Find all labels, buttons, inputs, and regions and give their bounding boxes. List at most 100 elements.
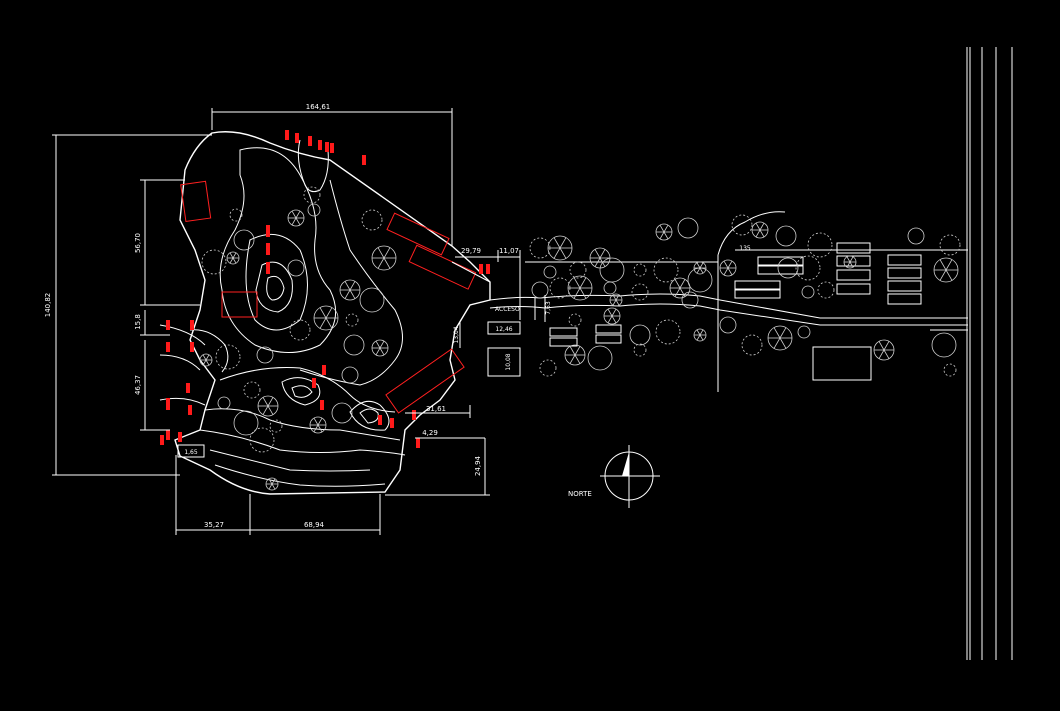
tree-icon [287,259,305,277]
tree-branch [262,405,269,415]
tree-branch [679,279,686,289]
tree-branch [325,307,333,319]
tree-branch [663,231,669,240]
dim-access-a: 29,79 [461,247,481,255]
tree-branch [229,257,234,264]
tree-branch [599,249,606,259]
tree-branch [291,210,297,219]
tree-branch [573,277,581,289]
tree-branch [569,354,576,364]
tree-branch [674,279,681,289]
dim-right-height: 24,94 [474,455,482,476]
tree-icon [217,396,231,410]
tree-branch [349,281,356,291]
tree-branch [313,417,319,426]
tree-branch [344,281,351,291]
tree-branch [846,261,851,268]
tree-branch [759,222,765,231]
tree-branch [559,237,567,249]
tree-branch [232,252,237,259]
tree-branch [779,327,787,339]
tree-branch [727,267,733,276]
tree-branch [262,397,269,407]
tree-branch [612,294,617,301]
tree-icon [539,359,557,377]
tree-branch [344,289,351,299]
tree-branch [699,262,704,269]
tree-branch [319,307,327,319]
tree-icon [233,229,255,251]
tree-branch [611,315,617,324]
tree-branch [945,269,953,281]
tree-branch [659,231,665,240]
tree-branch [773,337,781,349]
tree-branch [291,217,297,226]
tree-icon [797,325,811,339]
tree-symbols [199,186,961,491]
tree-branch [574,346,581,356]
dim-mid-small: 15,8 [134,314,142,330]
tree-branch [699,334,704,341]
tree-icon [587,345,613,371]
access-label: ACCESO [495,306,520,313]
tree-icon [939,234,961,256]
tree-icon [341,366,359,384]
tree-icon [907,227,925,245]
tree-branch [202,359,207,366]
tree-icon [633,343,647,357]
contour-lines [159,139,406,487]
site-boundary [174,131,491,495]
tree-icon [807,232,833,258]
tree-branch [607,308,613,317]
tree-branch [267,405,274,415]
tree-branch [723,260,729,269]
tree-branch [773,327,781,339]
tree-branch [379,340,385,349]
dim-small-box: 1,65 [184,449,198,456]
tree-icon [549,277,571,299]
tree-icon [359,287,385,313]
tree-icon [307,203,321,217]
tree-icon [256,346,274,364]
tree-branch [699,267,704,274]
tree-branch [295,217,301,226]
tree-icon [531,281,549,299]
tree-branch [349,289,356,299]
tree-icon [303,186,321,204]
tree-branch [377,247,385,259]
tree-branch [319,317,327,329]
tree-icon [777,257,799,279]
tree-icon [603,281,617,295]
tree-icon [569,261,587,279]
tree-icon [543,265,557,279]
tree-branch [612,299,617,306]
tree-branch [846,256,851,263]
tree-branch [849,261,854,268]
tree-branch [878,341,885,351]
tree-icon [719,316,737,334]
tree-branch [594,257,601,267]
tree-icon [795,255,821,281]
tree-branch [939,259,947,271]
tree-branch [383,247,391,259]
tree-icon [775,225,797,247]
tree-branch [383,257,391,269]
tree-branch [317,417,323,426]
tree-branch [375,340,381,349]
tree-branch [559,247,567,259]
tree-branch [607,315,613,324]
tree-branch [759,229,765,238]
tree-branch [574,354,581,364]
tree-branch [202,354,207,361]
tree-branch [379,347,385,356]
dim-total-height: 140,82 [44,293,52,318]
tree-branch [849,256,854,263]
tree-icon [343,334,365,356]
tree-branch [205,354,210,361]
tree-branch [883,349,890,359]
tree-icon [681,291,699,309]
tree-branch [553,237,561,249]
tree-branch [295,210,301,219]
tree-branch [573,287,581,299]
